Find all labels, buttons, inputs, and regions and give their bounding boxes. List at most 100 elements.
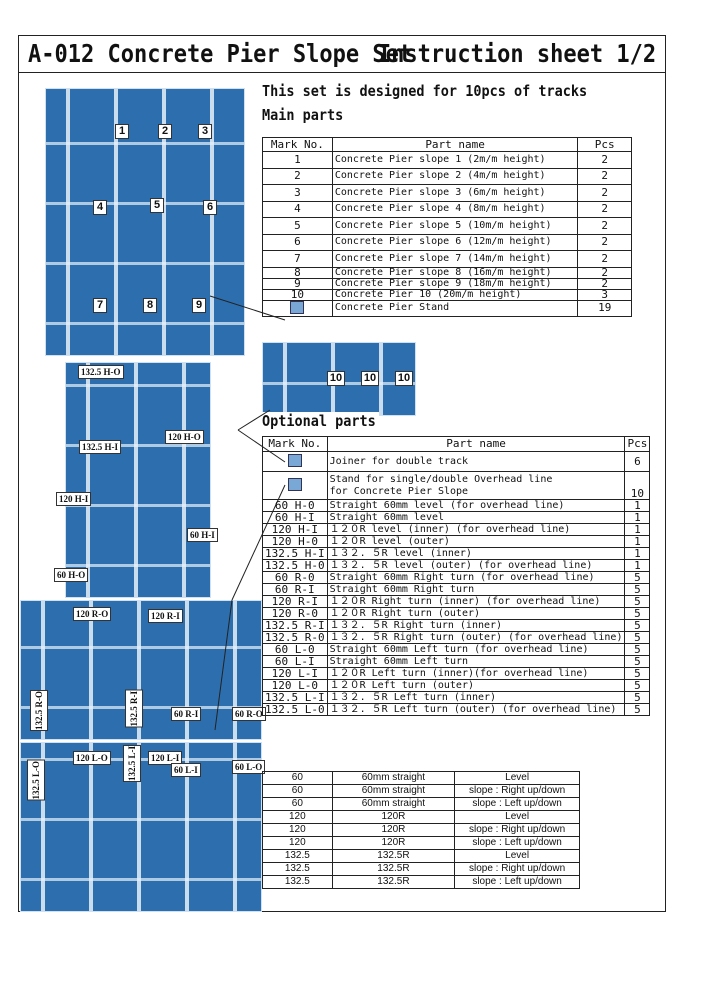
- part-name-cell: １３２. ５R Right turn (outer) (for overhead…: [326, 631, 626, 644]
- part-name-cell: １３２. ５R level (outer) (for overhead line…: [326, 559, 626, 572]
- sprue-photo-left-turn: [20, 742, 262, 912]
- pcs-cell: 5: [624, 631, 651, 644]
- mark-cell: 60 H-I: [262, 511, 328, 524]
- type-cell: slope : Left up/down: [454, 836, 580, 850]
- mark-cell: [262, 471, 328, 500]
- part-name-line: for Concrete Pier Slope: [329, 485, 469, 497]
- part-label: 60 R-I: [171, 707, 202, 721]
- mark-cell: [262, 299, 333, 317]
- pcs-cell: 3: [577, 288, 632, 301]
- part-label: 1: [115, 124, 129, 139]
- pcs-cell: 5: [624, 655, 651, 668]
- mark-cell: 120 H-I: [262, 523, 328, 536]
- mark-cell: 10: [262, 288, 333, 301]
- mark-cell: [262, 451, 328, 472]
- part-label: 132.5 H-O: [78, 365, 124, 379]
- mark-cell: 132.5 R-I: [262, 619, 328, 632]
- pcs-cell: 2: [577, 266, 632, 279]
- part-name-cell: Straight 60mm Left turn: [326, 655, 626, 668]
- part-name-cell: １２０R level (outer): [326, 535, 626, 548]
- pcs-cell: 5: [624, 679, 651, 692]
- part-label: 132.5 H-I: [79, 440, 121, 454]
- radius-cell: 120: [262, 810, 333, 824]
- track-cell: 60mm straight: [331, 784, 456, 798]
- part-label: 8: [143, 298, 157, 313]
- pcs-cell: 2: [577, 184, 632, 202]
- part-name-cell: １２０R Left turn (outer): [326, 679, 626, 692]
- part-name-cell: １２０R Right turn (outer): [326, 607, 626, 620]
- pcs-cell: 5: [624, 643, 651, 656]
- part-name-cell: Concrete Pier slope 9 (18m/m height): [331, 277, 579, 290]
- col-mark: Mark No.: [262, 436, 328, 452]
- mark-cell: 60 R-I: [262, 583, 328, 596]
- part-name-cell: Straight 60mm Left turn (for overhead li…: [326, 643, 626, 656]
- mark-cell: 8: [262, 266, 333, 279]
- radius-cell: 120: [262, 836, 333, 850]
- pcs-cell: 5: [624, 691, 651, 704]
- track-cell: 120R: [331, 810, 456, 824]
- type-cell: slope : Right up/down: [454, 862, 580, 876]
- part-name-cell: Straight 60mm level (for overhead line): [326, 499, 626, 512]
- pcs-cell: 5: [624, 595, 651, 608]
- mark-cell: 1: [262, 151, 333, 169]
- sheet-number: Instruction sheet 1/2: [377, 39, 656, 68]
- mark-cell: 60 R-0: [262, 571, 328, 584]
- sheet-frame: [18, 35, 666, 912]
- mark-cell: 60 L-0: [262, 643, 328, 656]
- pcs-cell: 2: [577, 250, 632, 268]
- part-name-line: Stand for single/double Overhead line: [329, 473, 553, 485]
- part-name-cell: Straight 60mm Right turn (for overhead l…: [326, 571, 626, 584]
- type-cell: slope : Right up/down: [454, 784, 580, 798]
- mark-cell: 60 L-I: [262, 655, 328, 668]
- main-parts-heading: Main parts: [262, 106, 344, 124]
- mark-cell: 3: [262, 184, 333, 202]
- pcs-cell: 2: [577, 151, 632, 169]
- overhead-stand-icon: [287, 478, 302, 491]
- type-cell: Level: [454, 849, 580, 863]
- part-name-cell: Concrete Pier slope 4 (8m/m height): [331, 200, 579, 218]
- part-label: 120 R-O: [73, 607, 112, 621]
- pcs-cell: 1: [624, 559, 651, 572]
- pcs-cell: 5: [624, 571, 651, 584]
- part-label: 2: [158, 124, 172, 139]
- part-label: 6: [203, 200, 217, 215]
- sprue-photo-level: [65, 362, 211, 598]
- track-cell: 120R: [331, 836, 456, 850]
- mark-cell: 4: [262, 200, 333, 218]
- part-name-cell: Concrete Pier slope 5 (10m/m height): [331, 217, 579, 235]
- part-name-cell: Concrete Pier 10 (20m/m height): [331, 288, 579, 301]
- pcs-cell: 5: [624, 703, 651, 716]
- part-name-cell: Straight 60mm level: [326, 511, 626, 524]
- part-name-cell: １３２. ５R level (inner): [326, 547, 626, 560]
- part-name-cell: １２０R level (inner) (for overhead line): [326, 523, 626, 536]
- part-label: 9: [192, 298, 206, 313]
- part-label: 4: [93, 200, 107, 215]
- radius-cell: 132.5: [262, 862, 333, 876]
- part-label: 7: [93, 298, 107, 313]
- part-label: 10: [395, 371, 413, 386]
- pcs-cell: 19: [577, 299, 632, 317]
- part-label: 120 H-I: [56, 492, 92, 506]
- part-label: 120 H-O: [165, 430, 204, 444]
- part-name-cell: Joiner for double track: [326, 451, 626, 472]
- part-label: 60 L-I: [171, 763, 201, 777]
- pcs-cell: 5: [624, 583, 651, 596]
